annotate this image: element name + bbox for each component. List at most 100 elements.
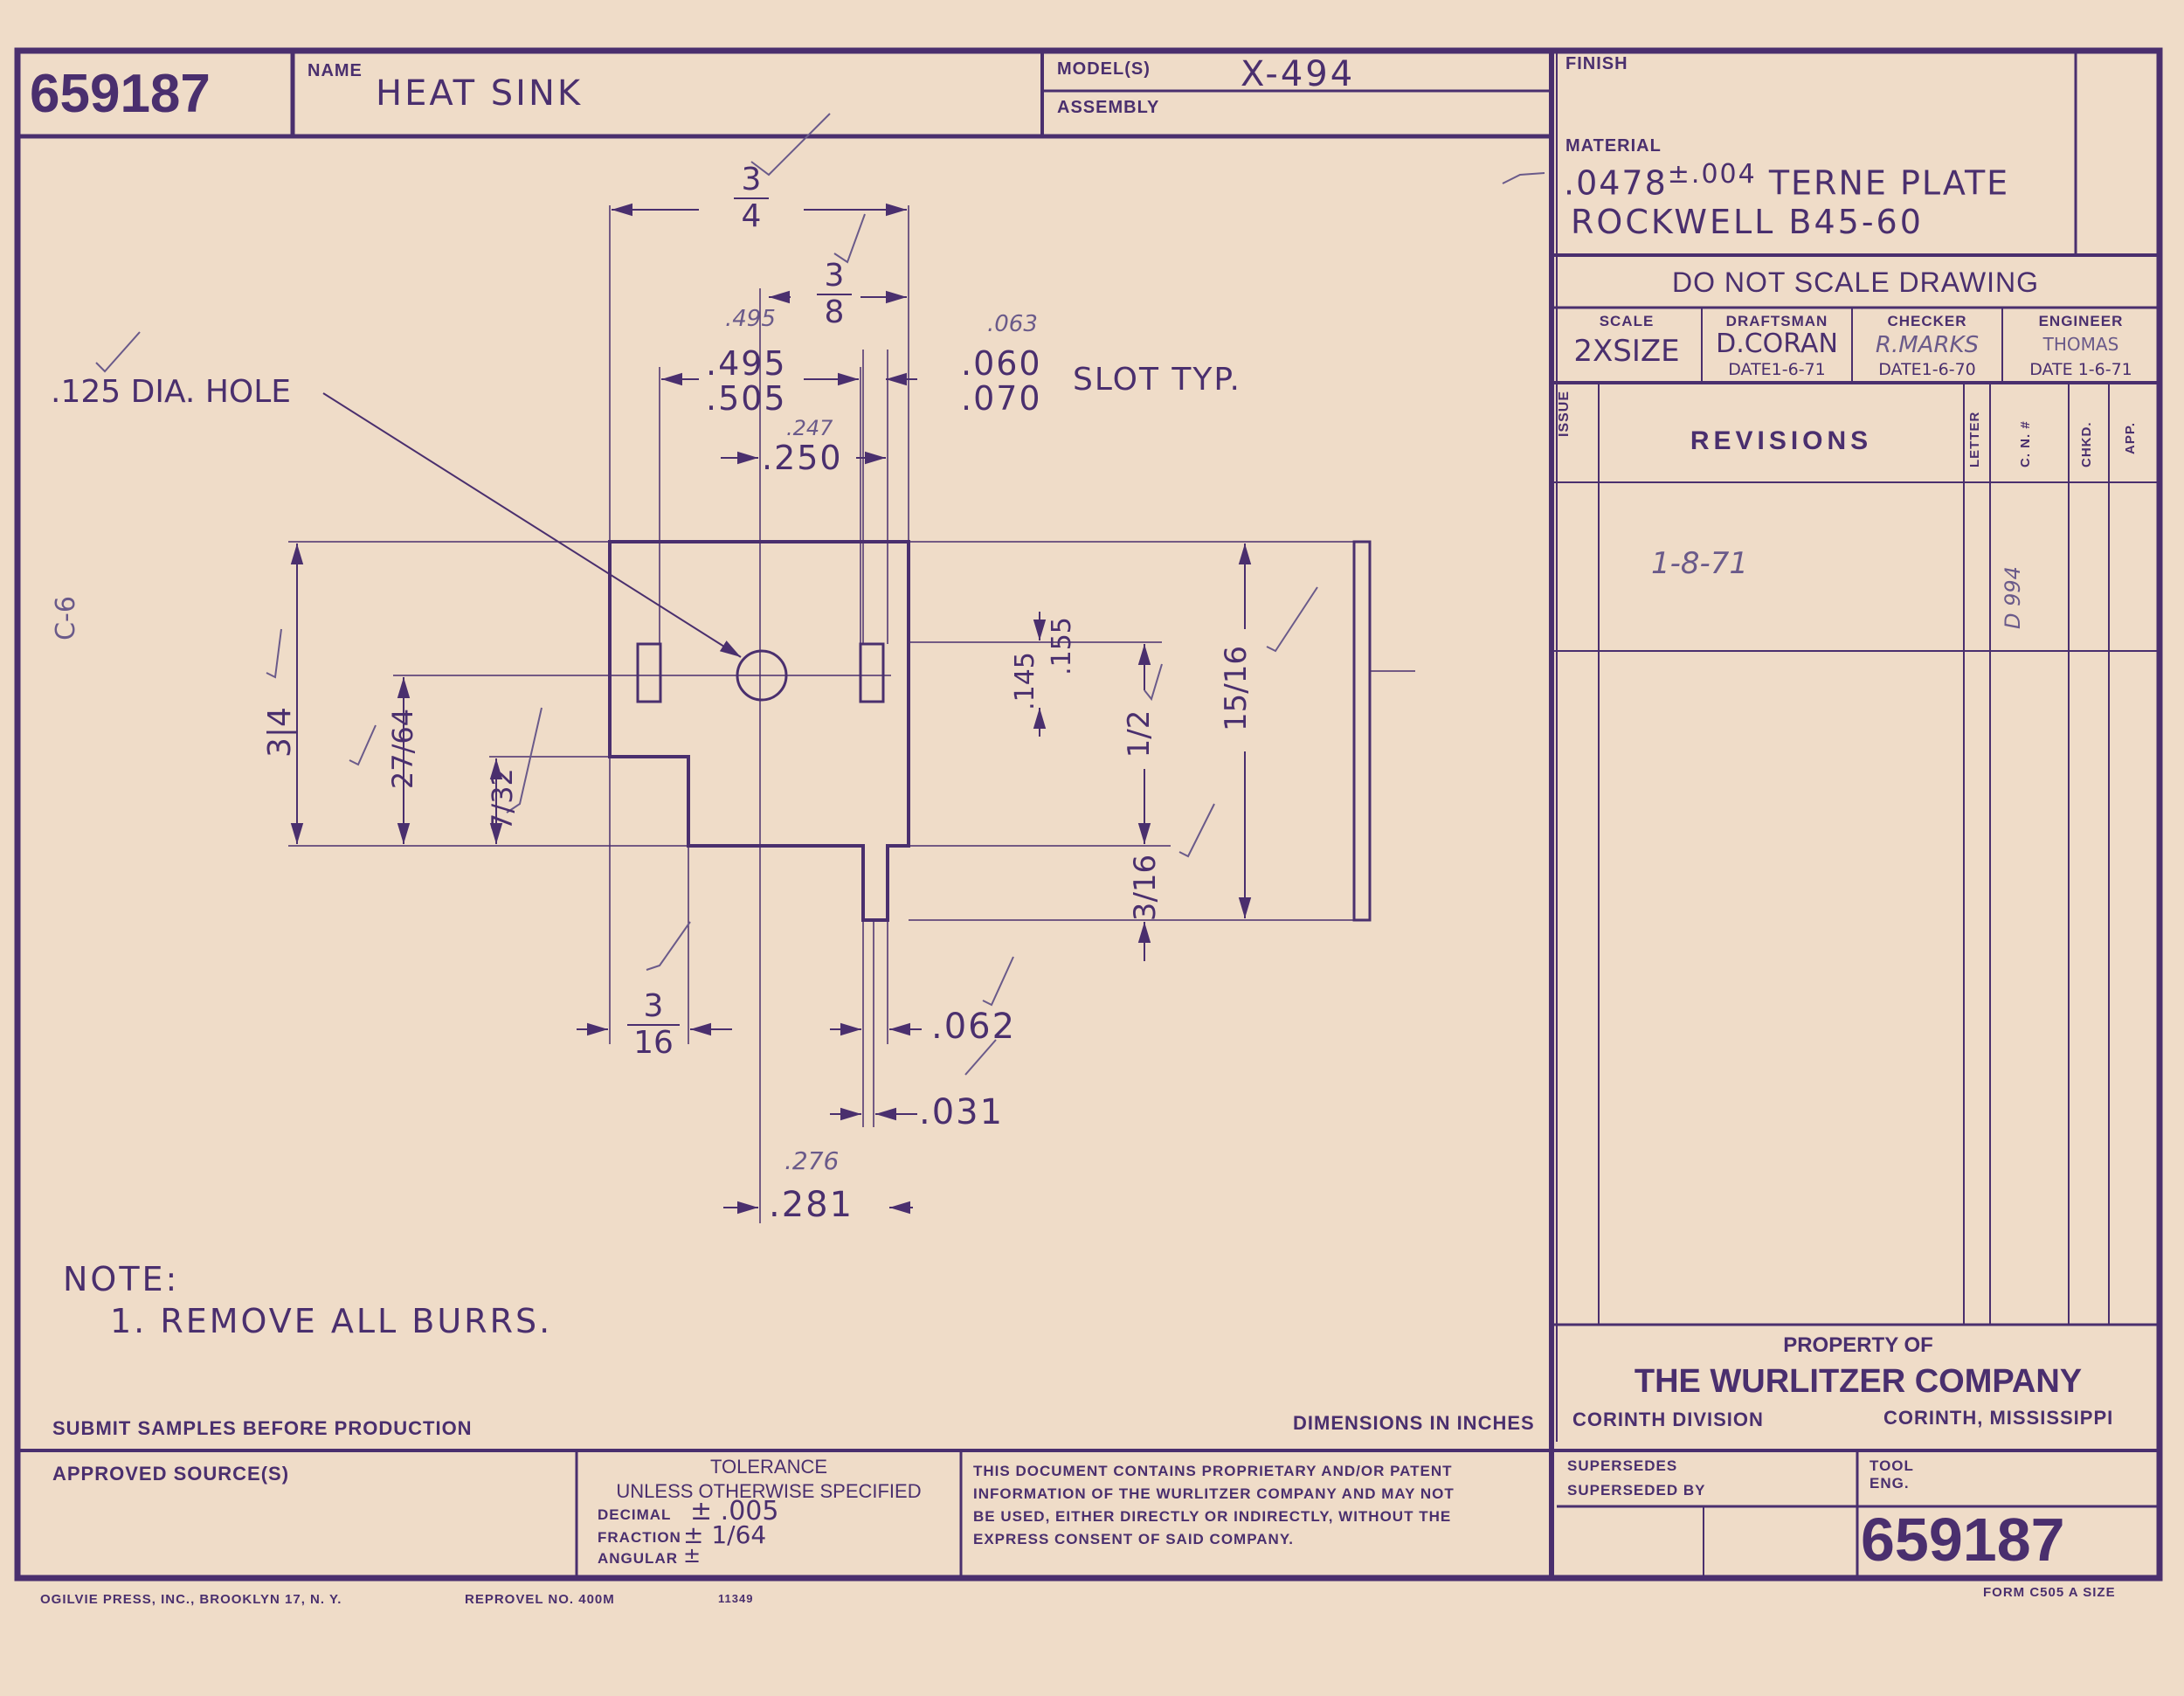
angular-label: ANGULAR: [598, 1550, 678, 1567]
tolerance-subtitle: UNLESS OTHERWISE SPECIFIED: [616, 1480, 922, 1502]
dim-495: .495: [706, 344, 787, 383]
material-tolerance: ±.004: [1667, 159, 1757, 190]
model-value: X-494: [1241, 54, 1356, 94]
revisions-title: REVISIONS: [1690, 426, 1873, 455]
checker-date: DATE1-6-70: [1878, 360, 1976, 379]
part-number-header: 659187: [30, 64, 211, 124]
dim-3-8: 3 8: [817, 259, 852, 330]
checker-label: CHECKER: [1887, 313, 1967, 329]
engineer-date: DATE 1-6-71: [2029, 360, 2132, 379]
dim-15-16-num: 15: [1219, 693, 1254, 731]
form-code: 11349: [718, 1592, 754, 1605]
dim-3-16-bottom: 3 16: [627, 989, 680, 1061]
note-title: NOTE:: [63, 1260, 180, 1298]
letter-label: LETTER: [1967, 411, 1982, 467]
app-label: APP.: [2123, 421, 2138, 454]
dim-15-16: 15/16: [1219, 646, 1254, 731]
proprietary-notice-2: INFORMATION OF THE WURLITZER COMPANY AND…: [973, 1485, 1455, 1502]
material-value: .0478: [1564, 163, 1668, 203]
company-name: THE WURLITZER COMPANY: [1634, 1363, 2083, 1400]
dim-1-2-num: 1: [1122, 738, 1157, 758]
dim-495-handwritten: .495: [725, 306, 776, 332]
dim-3-4-left-den: 4: [262, 707, 298, 727]
draftsman-date: DATE1-6-71: [1728, 360, 1826, 379]
finish-label: FINISH: [1565, 54, 1628, 73]
dim-3-16-bottom-num: 3: [627, 989, 680, 1026]
printer-credit: OGILVIE PRESS, INC., BROOKLYN 17, N. Y.: [40, 1592, 342, 1607]
location: CORINTH, MISSISSIPPI: [1883, 1407, 2114, 1429]
scale-label: SCALE: [1599, 313, 1655, 329]
supersedes-label: SUPERSEDES: [1567, 1457, 1678, 1474]
dim-276-handwritten: .276: [784, 1146, 840, 1175]
name-label: NAME: [308, 61, 363, 80]
dim-031: .031: [919, 1092, 1005, 1132]
dim-27-64-num: 27: [386, 753, 419, 790]
assembly-label: ASSEMBLY: [1057, 98, 1160, 117]
proprietary-notice-4: EXPRESS CONSENT OF SAID COMPANY.: [973, 1531, 1295, 1547]
issue-label: ISSUE: [1557, 390, 1572, 437]
dim-155: .155: [1046, 617, 1077, 675]
dim-27-64-den: 64: [386, 708, 419, 744]
checker-name: R.MARKS: [1875, 332, 1980, 358]
submit-samples-note: SUBMIT SAMPLES BEFORE PRODUCTION: [52, 1417, 473, 1439]
dim-3-4-left: 3|4: [262, 707, 298, 758]
dim-145: .145: [1009, 652, 1040, 710]
draftsman-label: DRAFTSMAN: [1725, 313, 1828, 329]
dimensions-note: DIMENSIONS IN INCHES: [1293, 1412, 1535, 1434]
models-label: MODEL(S): [1057, 59, 1151, 79]
property-label: PROPERTY OF: [1783, 1333, 1933, 1357]
scale-value: 2XSIZE: [1573, 334, 1680, 369]
part-name: HEAT SINK: [376, 73, 584, 114]
dim-3-4-top-den: 4: [741, 198, 762, 234]
slot-typ-note: SLOT TYP.: [1073, 362, 1241, 398]
hole-callout: .125 DIA. HOLE: [51, 374, 292, 410]
dim-250: .250: [762, 439, 843, 477]
approved-sources-label: APPROVED SOURCE(S): [52, 1463, 290, 1485]
angular-tolerance: ±: [683, 1543, 702, 1568]
material-thickness: .0478±.004 TERNE PLATE: [1564, 159, 2009, 203]
superseded-by-label: SUPERSEDED BY: [1567, 1482, 1706, 1499]
material-type: TERNE PLATE: [1768, 163, 2010, 203]
engineer-name: THOMAS: [2042, 334, 2119, 355]
material-hardness: ROCKWELL B45-60: [1571, 203, 1924, 241]
dim-3-8-den: 8: [824, 294, 845, 330]
dim-281: .281: [769, 1185, 854, 1225]
decimal-label: DECIMAL: [598, 1506, 672, 1523]
dim-3-16-right: 3/16: [1128, 854, 1163, 922]
dim-060: .060: [961, 344, 1042, 383]
dim-505: .505: [706, 379, 787, 418]
dim-1-2: 1/2: [1122, 710, 1157, 758]
revision-date: 1-8-71: [1651, 546, 1749, 581]
proprietary-notice-1: THIS DOCUMENT CONTAINS PROPRIETARY AND/O…: [973, 1463, 1453, 1479]
form-size: FORM C505 A SIZE: [1983, 1585, 2116, 1600]
cn-label: C. N. #: [2018, 420, 2033, 467]
decimal-tolerance: ± .005: [690, 1496, 779, 1526]
draftsman-name: D.CORAN: [1716, 329, 1838, 359]
material-label: MATERIAL: [1565, 136, 1662, 156]
engineer-label: ENGINEER: [2038, 313, 2124, 329]
dim-3-16-bottom-den: 16: [633, 1025, 674, 1061]
fraction-label: FRACTION: [598, 1529, 681, 1546]
dim-1-2-den: 2: [1122, 710, 1157, 730]
dim-3-16-right-num: 3: [1128, 902, 1163, 922]
proprietary-notice-3: BE USED, EITHER DIRECTLY OR INDIRECTLY, …: [973, 1508, 1452, 1525]
dim-063-handwritten: .063: [987, 311, 1038, 337]
dim-3-8-num: 3: [817, 259, 852, 295]
dim-247-handwritten: .247: [786, 416, 833, 440]
dim-27-64: 27/64: [386, 708, 419, 790]
dim-070: .070: [961, 379, 1042, 418]
reprovel-number: REPROVEL NO. 400M: [465, 1592, 615, 1607]
tool-eng-label: TOOL ENG.: [1870, 1457, 1914, 1492]
tolerance-title: TOLERANCE: [709, 1456, 828, 1478]
part-number-footer: 659187: [1861, 1506, 2065, 1574]
dim-7-32-den: 32: [486, 768, 519, 804]
side-margin-mark: C-6: [50, 596, 81, 640]
chkd-label: CHKD.: [2079, 421, 2094, 468]
revision-cn: D 994: [2001, 566, 2025, 629]
note-item-1: 1. REMOVE ALL BURRS.: [110, 1302, 553, 1340]
fraction-tolerance: ± 1/64: [683, 1520, 767, 1549]
dim-7-32-num: 7: [486, 813, 519, 831]
dim-062: .062: [931, 1007, 1017, 1047]
division: CORINTH DIVISION: [1572, 1409, 1764, 1430]
